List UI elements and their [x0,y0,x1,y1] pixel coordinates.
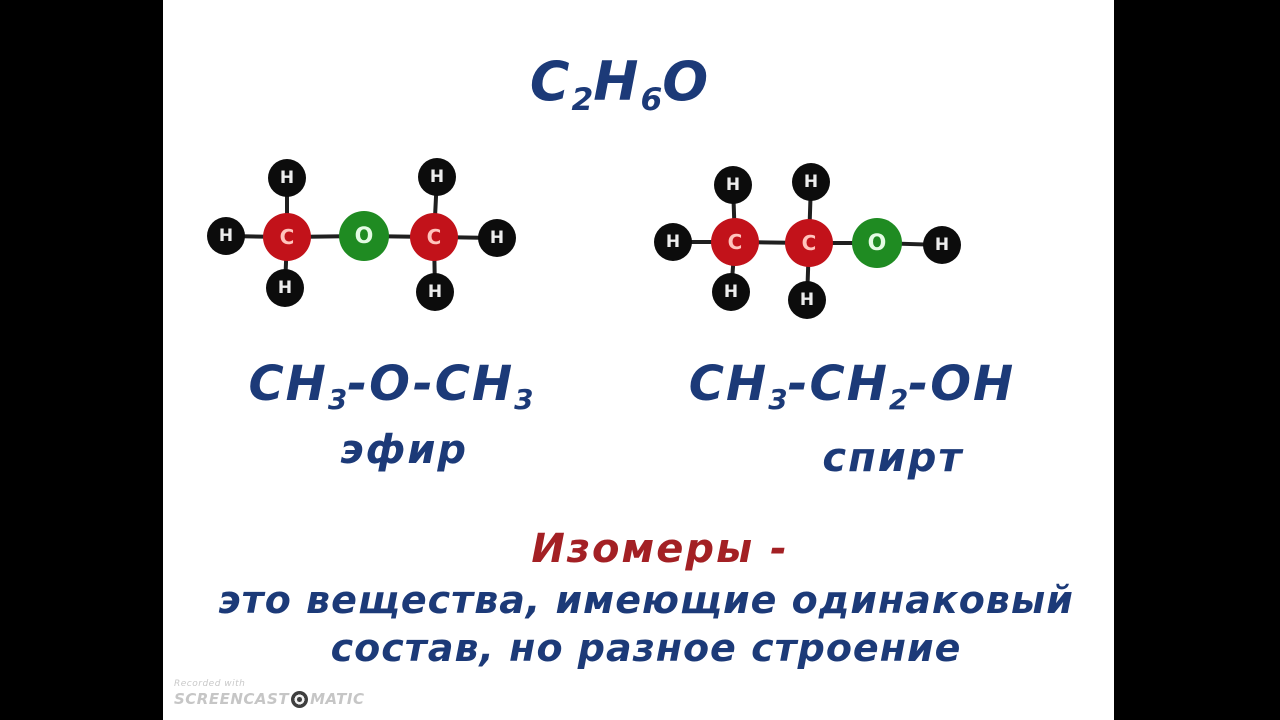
formula-part: -CH [787,356,889,412]
formula-part: -OH [908,356,1016,412]
letterbox-left [0,0,163,720]
atom-c: C [785,219,833,267]
watermark-recorded-with: Recorded with [174,679,246,689]
title-subscript: 6 [640,82,663,119]
atom-o: O [339,211,389,261]
page-title: C2H6O [529,50,711,117]
o-ring-icon [291,690,309,708]
atom-c: C [711,218,759,266]
atom-h: H [788,281,826,319]
atom-h: H [478,219,516,257]
formula-subscript: 3 [327,382,348,416]
definition-line-2: состав, но разное строение [330,626,962,670]
title-part: O [662,50,711,113]
bond [809,241,877,245]
atom-c: C [410,213,458,261]
screencast-o-matic-watermark: Recorded with SCREENCAST MATIC [174,679,364,708]
title-part: H [593,50,641,113]
formula-ethanol: CH3-CH2-OH [688,356,1016,415]
letterbox-right [1114,0,1280,720]
watermark-brand: SCREENCAST MATIC [174,690,364,708]
atom-h: H [268,159,306,197]
atom-h: H [792,163,830,201]
watermark-brand-left: SCREENCAST [174,690,290,708]
definition-line-1: это вещества, имеющие одинаковый [218,578,1074,622]
title-part: C [529,50,572,113]
atom-h: H [207,217,245,255]
watermark-brand-right: MATIC [310,690,365,708]
atom-c: C [263,213,311,261]
definition-term: Изомеры - [531,526,789,572]
title-subscript: 2 [571,82,594,119]
atom-o: O [852,218,902,268]
atom-h: H [712,273,750,311]
atom-h: H [266,269,304,307]
atom-h: H [714,166,752,204]
atom-h: H [416,273,454,311]
formula-subscript: 3 [514,382,534,416]
atom-h: H [923,226,961,264]
caption-ether: эфир [339,427,469,473]
formula-subscript: 3 [768,382,788,416]
formula-part: CH [248,356,328,412]
formula-subscript: 2 [888,382,909,416]
atom-h: H [654,223,692,261]
formula-part: CH [688,356,769,412]
formula-part: -O-CH [347,356,515,412]
atom-h: H [418,158,456,196]
caption-ethanol: спирт [822,435,964,481]
formula-ether: CH3-O-CH3 [248,356,533,415]
